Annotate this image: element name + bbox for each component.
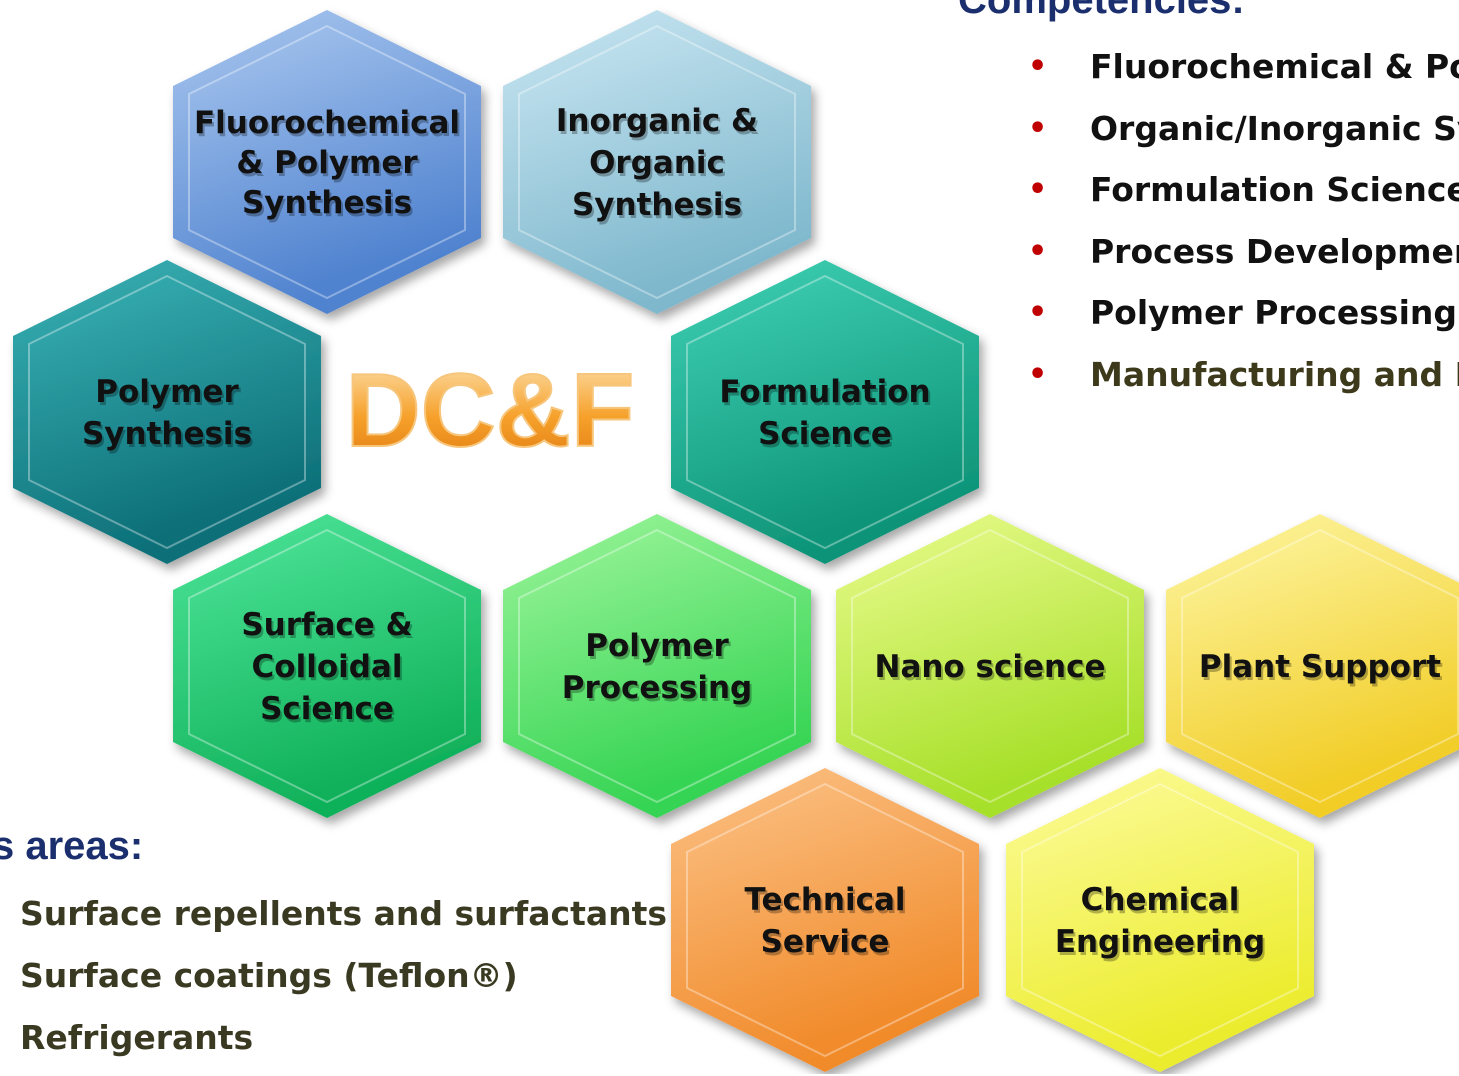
competency-item: •Process Developmen (1028, 229, 1459, 291)
hexagon-label: Engineering (1055, 924, 1265, 960)
hexagon-label: Formulation (719, 374, 930, 410)
hexagon-face (851, 528, 1129, 804)
hexagon-label-shadow: Colloidal (254, 652, 405, 688)
hexagon-label-shadow: Science (262, 694, 396, 730)
hexagon-surface-colloidal: Surface &Surface &ColloidalColloidalScie… (173, 514, 481, 818)
hexagon-face (1021, 782, 1299, 1058)
hexagon-label-shadow: Engineering (1057, 927, 1267, 963)
hexagon-label-shadow: Service (763, 927, 892, 963)
hexagon-label: Synthesis (82, 416, 252, 452)
hexagon-label: Organic (589, 145, 725, 181)
hexagon-label: Synthesis (572, 187, 742, 223)
hexagon-label: Nano science (875, 649, 1106, 685)
bullet-icon: • (1028, 233, 1048, 269)
competency-item: •Fluorochemical & Pol (1028, 44, 1459, 106)
hexagon-label-shadow: & Polymer (238, 148, 420, 184)
hexagon-label: Chemical (1081, 882, 1240, 918)
hexagon-label-shadow: Synthesis (574, 190, 744, 226)
competency-list: •Fluorochemical & Pol •Organic/Inorganic… (1028, 44, 1459, 414)
hexagon-label-shadow: Chemical (1083, 885, 1242, 921)
hexagon-label-shadow: Organic (591, 148, 727, 184)
hexagon-label: & Polymer (236, 145, 418, 181)
hexagon-face (686, 782, 964, 1058)
hexagon-inorganic-organic: Inorganic &Inorganic &OrganicOrganicSynt… (503, 10, 811, 314)
competency-item: •Formulation Science (1028, 167, 1459, 229)
hexagon-label: Technical (744, 882, 905, 918)
hexagon-label-shadow: Surface & (243, 610, 414, 646)
hexagon-label: Synthesis (242, 185, 412, 221)
hexagon-label-shadow: Synthesis (244, 188, 414, 224)
hexagon-label: Processing (562, 670, 753, 706)
competency-item: •Organic/Inorganic Sy (1028, 106, 1459, 168)
hexagon-label-shadow: Formulation (721, 377, 932, 413)
hexagon-face (188, 528, 466, 804)
hexagon-face (518, 528, 796, 804)
hexagon-face (518, 24, 796, 300)
competency-item: •Polymer Processing (1028, 290, 1459, 352)
hexagon-label-shadow: Synthesis (84, 419, 254, 455)
competency-item: •Manufacturing and E (1028, 352, 1459, 414)
hexagon-label: Fluorochemical (194, 105, 460, 141)
hexagon-label: Polymer (95, 374, 239, 410)
competencies-heading: Competencies: (958, 0, 1245, 22)
dcf-logo: DC&F (346, 353, 635, 469)
hexagon-label: Plant Support (1199, 649, 1441, 685)
focus-area-item: Refrigerants (20, 1018, 254, 1057)
bullet-icon: • (1028, 295, 1048, 331)
hexagon-label-shadow: Plant Support (1201, 652, 1443, 688)
hexagon-label-shadow: Nano science (877, 652, 1108, 688)
focus-areas-list: Surface repellents and surfactants Surfa… (20, 890, 667, 1076)
bullet-icon: • (1028, 172, 1048, 208)
hexagon-label: Colloidal (252, 649, 403, 685)
hexagon-label: Polymer (585, 628, 729, 664)
hexagon-label-shadow: Fluorochemical (196, 108, 462, 144)
focus-areas-heading: s areas: (0, 824, 144, 868)
bullet-icon: • (1028, 110, 1048, 146)
focus-area-item: Surface coatings (Teflon®) (20, 956, 518, 995)
bullet-icon: • (1028, 356, 1048, 392)
focus-area-item: Surface repellents and surfactants (20, 894, 668, 933)
hexagon-face (1181, 528, 1459, 804)
hexagon-label-shadow: Science (760, 419, 894, 455)
hexagon-label: Service (761, 924, 890, 960)
hexagon-label-shadow: Polymer (587, 631, 731, 667)
hexagon-label-shadow: Inorganic & (558, 106, 760, 142)
hexagon-label-shadow: Polymer (97, 377, 241, 413)
hexagon-label: Inorganic & (556, 103, 758, 139)
hexagon-face (188, 24, 466, 300)
hexagon-label: Surface & (241, 607, 412, 643)
hexagon-face (686, 274, 964, 550)
hexagon-label: Science (758, 416, 892, 452)
hexagon-label-shadow: Technical (746, 885, 907, 921)
hexagon-label: Science (260, 691, 394, 727)
bullet-icon: • (1028, 49, 1048, 84)
hexagon-label-shadow: Processing (564, 673, 755, 709)
hexagon-face (28, 274, 306, 550)
